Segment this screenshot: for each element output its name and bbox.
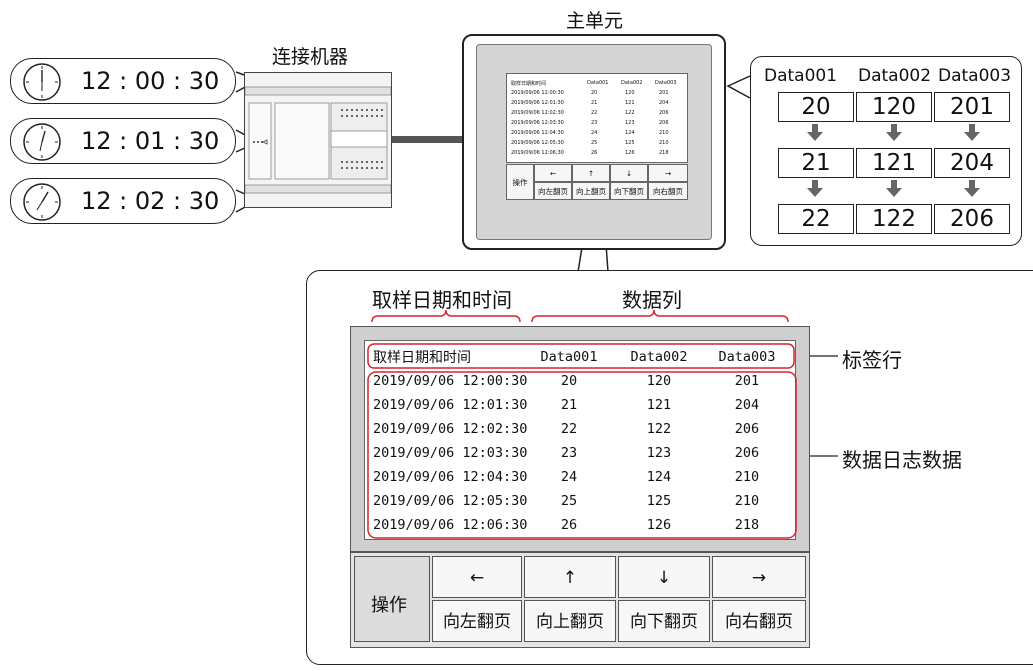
column-header: Data002 [858,66,932,86]
down-arrow-icon [807,124,823,141]
column-header: Data001 [764,66,838,86]
label-row-annotation: 标签行 [842,348,902,372]
mini-page-up[interactable]: 向上翻页 [572,182,610,200]
device-illustration [244,86,392,194]
header-data002: Data002 [630,349,688,365]
label-row-highlight [367,343,795,369]
header-data001: Data001 [540,349,598,365]
scroll-left-button[interactable]: ← [432,556,522,598]
clock-icon [23,63,61,101]
down-arrow-icon [886,180,902,197]
mini-right-arrow[interactable]: → [648,164,688,182]
header-time: 取样日期和时间 [373,350,471,366]
main-unit-title: 主单元 [566,10,624,32]
data-cell: 121 [856,148,932,178]
clock-icon [23,123,61,161]
data-log-table: 取样日期和时间 Data001 Data002 Data003 2019/09/… [364,340,796,540]
data-cell: 120 [856,92,932,122]
page-right-button[interactable]: 向右翻页 [712,600,806,642]
data-cell: 201 [934,92,1010,122]
clock-icon [23,183,61,221]
scroll-down-button[interactable]: ↓ [618,556,710,598]
page-down-button[interactable]: 向下翻页 [618,600,710,642]
mini-page-down[interactable]: 向下翻页 [610,182,648,200]
clock-time: 12 : 01 : 30 [81,127,220,155]
down-arrow-icon [807,180,823,197]
clock-time: 12 : 02 : 30 [81,187,220,215]
column-header: Data003 [938,66,1012,86]
mini-operation-button[interactable]: 操作 [506,164,534,200]
scroll-right-button[interactable]: → [712,556,806,598]
mini-log-screen: 取样日期和时间 Data001 Data002 Data003 2019/09/… [506,73,688,163]
mini-up-arrow[interactable]: ↑ [572,164,610,182]
data-columns-annotation: 数据列 [622,288,682,312]
data-cell: 122 [856,204,932,234]
scroll-up-button[interactable]: ↑ [524,556,616,598]
operation-button[interactable]: 操作 [354,556,430,642]
clock-bubble: 12 : 00 : 30 [10,58,236,104]
down-arrow-icon [964,180,980,197]
clock-time: 12 : 00 : 30 [81,67,220,95]
connected-device [244,72,392,208]
log-data-annotation: 数据日志数据 [842,448,962,472]
mini-page-right[interactable]: 向右翻页 [648,182,688,200]
mini-header-row: 取样日期和时间 Data001 Data002 Data003 [511,80,677,87]
clock-bubble: 12 : 01 : 30 [10,118,236,164]
page-up-button[interactable]: 向上翻页 [524,600,616,642]
mini-page-left[interactable]: 向左翻页 [534,182,572,200]
down-arrow-icon [886,124,902,141]
data-cell: 206 [934,204,1010,234]
down-arrow-icon [964,124,980,141]
log-data-highlight [367,371,797,539]
page-left-button[interactable]: 向左翻页 [432,600,522,642]
data-cell: 22 [778,204,854,234]
mini-left-arrow[interactable]: ← [534,164,572,182]
table-header-row: 取样日期和时间 Data001 Data002 Data003 [373,347,775,371]
mini-down-arrow[interactable]: ↓ [610,164,648,182]
clock-bubble: 12 : 02 : 30 [10,178,236,224]
header-data003: Data003 [718,349,776,365]
device-title: 连接机器 [272,46,349,68]
data-cell: 21 [778,148,854,178]
data-cell: 204 [934,148,1010,178]
sample-time-annotation: 取样日期和时间 [372,288,512,312]
data-cell: 20 [778,92,854,122]
